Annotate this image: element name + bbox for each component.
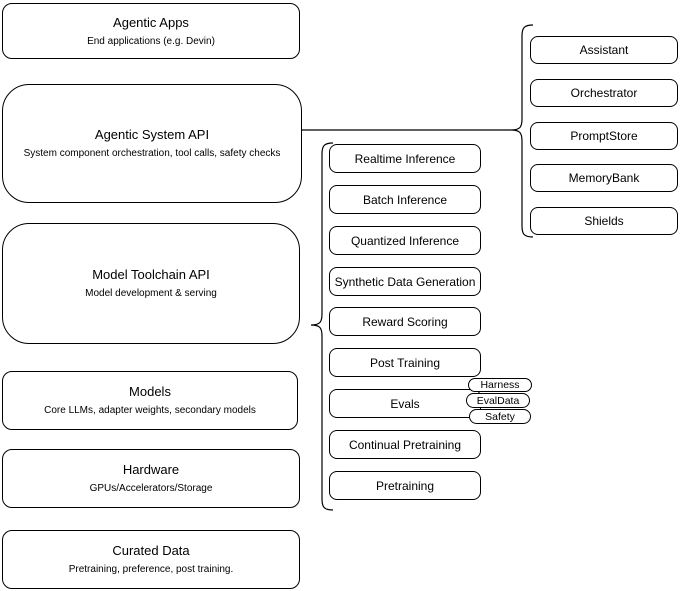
node-shields: Shields	[530, 207, 678, 235]
node-subtitle: GPUs/Accelerators/Storage	[89, 483, 213, 494]
node-models: Models Core LLMs, adapter weights, secon…	[2, 371, 298, 430]
node-label: Continual Pretraining	[348, 437, 462, 452]
node-continual-pretraining: Continual Pretraining	[329, 430, 481, 459]
node-label: Evals	[390, 396, 420, 411]
node-memorybank: MemoryBank	[530, 164, 678, 192]
pill-evaldata: EvalData	[466, 393, 530, 408]
node-subtitle: Core LLMs, adapter weights, secondary mo…	[44, 405, 256, 416]
node-promptstore: PromptStore	[530, 122, 678, 150]
node-subtitle: Model development & serving	[85, 288, 217, 299]
node-title: Agentic Apps	[113, 14, 189, 30]
pill-harness: Harness	[468, 378, 532, 392]
node-subtitle: System component orchestration, tool cal…	[23, 148, 281, 159]
node-label: Post Training	[369, 355, 441, 370]
toolchain-components-brace	[310, 142, 334, 511]
node-label: PromptStore	[570, 129, 638, 143]
node-post-training: Post Training	[329, 348, 481, 377]
pill-safety: Safety	[469, 409, 531, 424]
node-model-toolchain-api: Model Toolchain API Model development & …	[2, 223, 300, 344]
node-synthetic-data-generation: Synthetic Data Generation	[329, 267, 481, 296]
node-label: Assistant	[579, 43, 629, 57]
node-title: Agentic System API	[94, 127, 210, 142]
node-assistant: Assistant	[530, 36, 678, 64]
node-label: Batch Inference	[362, 192, 448, 207]
node-subtitle: Pretraining, preference, post training.	[68, 564, 234, 575]
node-label: Shields	[584, 214, 624, 228]
node-agentic-apps: Agentic Apps End applications (e.g. Devi…	[2, 3, 300, 59]
node-title: Models	[129, 384, 171, 399]
node-orchestrator: Orchestrator	[530, 79, 678, 107]
node-label: Reward Scoring	[362, 314, 448, 329]
node-label: Orchestrator	[570, 86, 638, 100]
node-pretraining: Pretraining	[329, 471, 481, 500]
node-label: MemoryBank	[568, 171, 640, 185]
node-realtime-inference: Realtime Inference	[329, 144, 481, 173]
node-subtitle: End applications (e.g. Devin)	[87, 35, 215, 47]
agentic-components-brace	[510, 24, 534, 238]
node-agentic-system-api: Agentic System API System component orch…	[2, 84, 302, 203]
node-batch-inference: Batch Inference	[329, 185, 481, 214]
node-label: Synthetic Data Generation	[334, 274, 476, 289]
node-title: Hardware	[122, 462, 180, 477]
node-quantized-inference: Quantized Inference	[329, 226, 481, 255]
node-hardware: Hardware GPUs/Accelerators/Storage	[2, 449, 300, 508]
node-label: Quantized Inference	[350, 233, 460, 248]
node-title: Model Toolchain API	[92, 267, 210, 282]
node-reward-scoring: Reward Scoring	[329, 307, 481, 336]
node-curated-data: Curated Data Pretraining, preference, po…	[2, 530, 300, 589]
node-title: Curated Data	[112, 543, 190, 558]
node-label: Pretraining	[375, 478, 435, 493]
node-label: Realtime Inference	[354, 151, 456, 166]
node-evals: Evals	[329, 389, 481, 418]
